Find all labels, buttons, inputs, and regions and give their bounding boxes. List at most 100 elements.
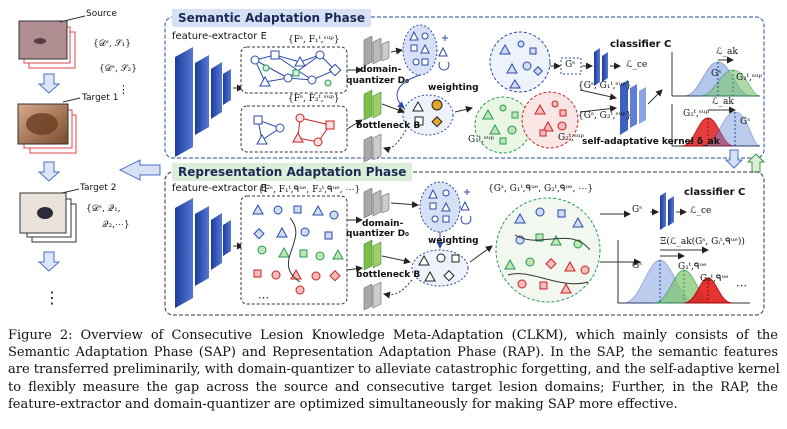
target2-set-line2: 𝒬₂,⋯} xyxy=(102,220,130,230)
rap-graph-box xyxy=(240,195,348,305)
rap-weighting-shapes xyxy=(418,253,460,282)
rap-arrow-weighting-cloud xyxy=(469,245,493,263)
rap-codebook xyxy=(419,181,461,233)
sap-dist-g1-top: G₁ᵗ,ˢᵘᵖ xyxy=(736,73,763,83)
rap-dist-gs: Gˢ xyxy=(632,261,643,271)
sap-graph-bottom-target-nodes xyxy=(292,113,335,147)
caption-line-3: are transferred preliminarily, with doma… xyxy=(8,362,780,378)
sap-graph-top-target-nodes xyxy=(262,64,332,87)
sap-bottleneck-output-blocks xyxy=(363,133,382,163)
rap-graph-nodes xyxy=(252,203,344,295)
sap-codebook xyxy=(402,24,438,76)
target2-image-stack xyxy=(19,192,77,243)
sap-arrow-graph-bn xyxy=(346,119,363,130)
sap-bottleneck-label: bottleneck B xyxy=(356,121,421,131)
sap-panel xyxy=(164,16,765,159)
rap-classifier-blocks xyxy=(660,192,674,230)
target1-label-leader xyxy=(62,97,81,103)
rap-arrow-back-bn xyxy=(383,279,413,299)
rap-feature-set: {Fˢ, F₁ᵗ,ᑫᵘᵉ, F₂ᵗ,ᑫᵘᵉ, ⋯} xyxy=(258,185,361,195)
sap-weighting-shapes xyxy=(412,99,443,128)
rap-gs-input: Gˢ xyxy=(632,205,643,215)
target1-label: Target 1 xyxy=(82,93,119,103)
rap-cluster-cloud xyxy=(495,197,601,303)
sap-arrow-kernel-dist xyxy=(647,89,663,105)
figure-caption: Figure 2: Overview of Consecutive Lesion… xyxy=(8,327,780,413)
sap-domain-quantizer-label2: quantizer D₀ xyxy=(346,76,410,86)
sap-kernel-blocks xyxy=(620,80,646,135)
sap-title: Semantic Adaptation Phase xyxy=(172,9,371,28)
sap-arrow-back-bn xyxy=(383,129,407,154)
rap-domain-quantizer-label: domain- xyxy=(362,219,404,229)
sap-cluster-gs-shapes xyxy=(499,40,543,89)
sap-dist-g2-bottom: G₂ᵗ,ˢᵘᵖ xyxy=(683,109,710,119)
rap-graph-ellipsis: ⋯ xyxy=(258,291,269,304)
rap-panel xyxy=(164,171,765,316)
caption-line-5: feature-extractor and domain-quantizer a… xyxy=(8,396,678,412)
caption-line-4: to flexibly measure the gap across the s… xyxy=(8,379,778,395)
sap-domain-quantizer-label: domain- xyxy=(360,65,402,75)
rap-dist-g1: G₁ᵗ,ᑫᵘᵉ xyxy=(678,262,707,272)
rap-weighting-label: weighting xyxy=(428,236,479,246)
sap-arrow-dq-codebook xyxy=(390,47,403,55)
source-label: Source xyxy=(86,9,117,19)
sap-dist-gs-top: Gˢ xyxy=(711,69,722,79)
stream-ellipsis-bottom: ⋮ xyxy=(44,288,60,307)
rap-loss-ce: ℒ_ce xyxy=(690,206,712,216)
rap-domain-quantizer-label2: quantizer D₀ xyxy=(346,229,410,239)
rap-bottleneck-label: bottleneck B xyxy=(356,270,421,280)
sap-lak-bottom: ℒ_ak xyxy=(712,97,734,107)
rap-cluster-cloud-shapes xyxy=(504,207,591,294)
sap-arrow-codebook-weighting xyxy=(396,74,421,109)
source-set-label: {𝒟ˢ, 𝒮₁} xyxy=(93,39,131,49)
input-arrow xyxy=(118,159,161,181)
sap-set-g1: {Gˢ, G₁ᵗ,ˢᵘᵖ} xyxy=(578,81,632,91)
rap-codebook-shapes xyxy=(428,188,451,223)
sap-arrow-set2-kernel xyxy=(579,105,617,113)
target2-label-leader xyxy=(61,188,80,194)
rap-classifier-label: classifier C xyxy=(684,187,746,198)
sap-codebook-shapes xyxy=(409,30,430,66)
rap-distribution xyxy=(617,240,750,304)
sap-feature-set-top: {Fˢ, F₁ᵗ,ˢᵘᵖ} xyxy=(288,35,340,45)
sap-bottleneck-blocks xyxy=(363,89,382,121)
sap-arrow-set1-kernel xyxy=(579,89,617,101)
rap-arrow-bn-weighting xyxy=(381,255,411,265)
sap-kernel-label: self-adaptative kernel δ_ak xyxy=(582,137,720,147)
sap-classifier-label: classifier C xyxy=(610,39,672,50)
sap-arrow-bn-weighting xyxy=(381,103,405,114)
sap-arrow-weighting-clusters xyxy=(454,105,473,113)
sap-domain-quantizer-blocks xyxy=(363,35,390,67)
rap-arrow-graph-bn xyxy=(346,265,363,273)
target1-image-stack xyxy=(17,103,77,154)
target2-label: Target 2 xyxy=(80,183,117,193)
sap-loss-ce: ℒ_ce xyxy=(626,60,648,70)
rap-domain-quantizer-blocks xyxy=(363,187,390,219)
sap-cluster-g2-shapes xyxy=(534,100,567,137)
sap-g1-label: G₁ᵗ,ˢᵘᵖ xyxy=(468,135,495,145)
sap-distribution-bottom xyxy=(671,104,761,147)
rap-feature-extractor-label: feature-extractor E xyxy=(172,183,267,194)
sap-set-g2: {Gˢ, G₂ᵗ,ˢᵘᵖ} xyxy=(578,111,632,121)
sap-g2-label: G₂ᵗ,ˢᵘᵖ xyxy=(558,133,585,143)
sap-feature-extractor-label: feature-extractor E xyxy=(172,31,267,42)
sap-lak-top: ℒ_ak xyxy=(716,47,738,57)
rap-bottleneck-blocks xyxy=(363,239,382,271)
sap-dist-gs-bottom: Gˢ xyxy=(740,117,751,127)
sap-cluster-g1-shapes xyxy=(482,104,519,145)
rap-g-set: {Gˢ, G₁ᵗ,ᑫᵘᵉ, G₂ᵗ,ᑫᵘᵉ, ⋯} xyxy=(488,184,594,194)
stream-ellipsis: ⋮ xyxy=(118,83,129,96)
sap-feature-set-mid: {Fˢ, F₂ᵗ,ˢᵘᵖ} xyxy=(288,94,340,104)
sap-shape-legend xyxy=(438,35,450,71)
source-label-leader xyxy=(59,15,86,23)
sap-feature-extractor xyxy=(175,47,231,157)
rap-dist-ellipsis: ⋯ xyxy=(736,279,747,292)
rap-title: Representation Adaptation Phase xyxy=(172,163,413,182)
sap-gs-box xyxy=(560,57,582,75)
sap-gs-label: Gˢ xyxy=(565,60,576,70)
rap-arrow-dq-codebook xyxy=(390,201,419,209)
sap-classifier-blocks xyxy=(594,48,608,86)
arrow-target1-target2 xyxy=(37,161,61,182)
